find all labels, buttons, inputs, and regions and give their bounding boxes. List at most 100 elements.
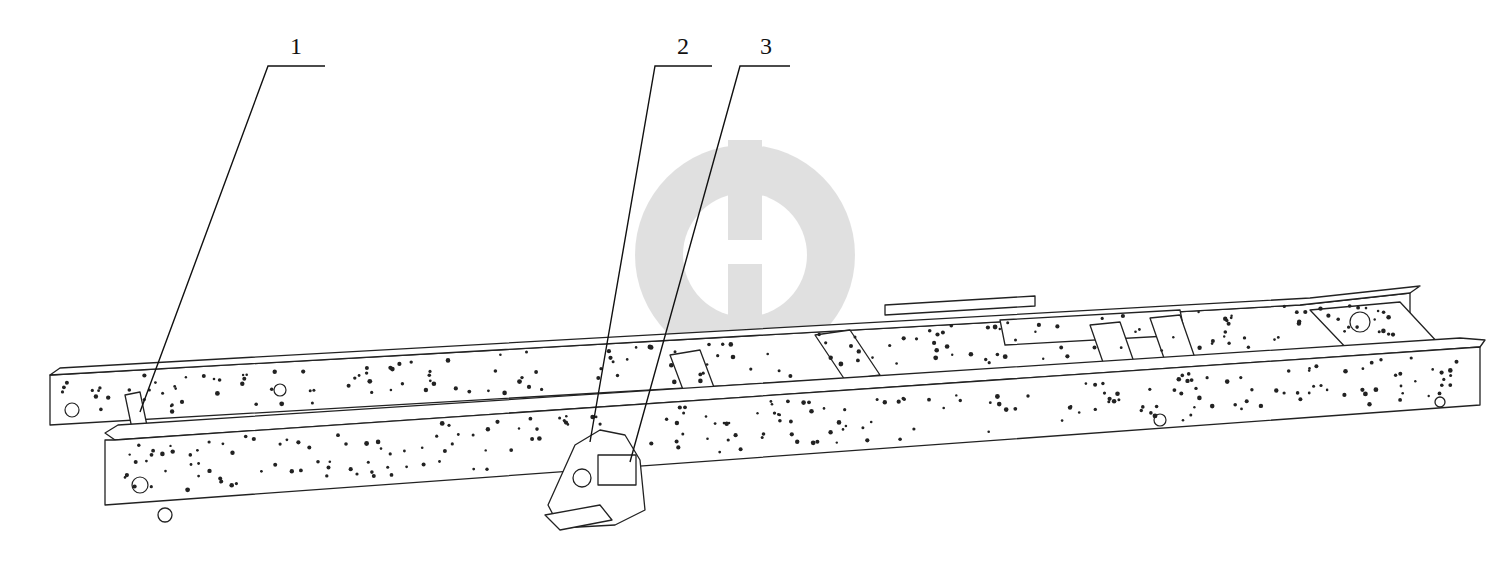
rivet-hole: [1172, 336, 1174, 338]
rivet-hole: [705, 415, 708, 418]
rivet-hole: [683, 405, 687, 409]
rivet-hole: [164, 470, 167, 473]
rivet-hole: [219, 480, 223, 484]
rivet-hole: [447, 424, 450, 427]
rivet-hole: [196, 449, 199, 452]
rivet-hole: [472, 434, 475, 437]
rivet-hole: [843, 408, 846, 411]
rivet-hole: [128, 388, 132, 392]
rivet-hole: [222, 442, 225, 445]
rivet-hole: [1068, 405, 1072, 409]
rivet-hole: [988, 361, 991, 364]
rivet-hole: [1273, 338, 1276, 341]
rivet-hole: [329, 461, 332, 464]
rivet-hole: [390, 389, 393, 392]
rivet-hole: [1233, 403, 1237, 407]
rivet-hole: [1138, 328, 1141, 331]
rivet-hole: [443, 449, 447, 453]
rivet-hole: [1227, 322, 1231, 326]
rivet-hole: [883, 400, 887, 404]
rivet-hole: [681, 433, 684, 436]
rivet-hole: [301, 370, 305, 374]
rivet-hole: [185, 487, 190, 492]
rivet-hole: [171, 403, 174, 406]
rivet-hole: [98, 386, 101, 389]
rivet-hole: [1287, 369, 1291, 373]
rivet-hole: [540, 388, 543, 391]
rivet-hole: [432, 382, 437, 387]
rivet-hole: [678, 405, 682, 409]
rivet-hole: [229, 483, 234, 488]
rivet-hole: [1319, 384, 1322, 387]
rivet-hole: [440, 421, 445, 426]
rivet-hole: [494, 369, 498, 373]
rivet-hole: [213, 378, 216, 381]
rivet-hole: [702, 372, 705, 375]
rivet-hole: [1013, 407, 1017, 411]
rivet-hole: [1197, 311, 1199, 313]
rivet-hole: [1303, 310, 1307, 314]
rivet-hole: [1189, 414, 1192, 417]
rivet-hole: [1379, 358, 1382, 361]
rivet-hole: [1449, 374, 1452, 377]
rivet-hole: [1155, 405, 1159, 409]
rivet-hole: [1296, 391, 1300, 395]
rivet-hole: [1428, 395, 1430, 397]
rivet-hole: [245, 373, 248, 376]
rivet-hole: [1190, 378, 1194, 382]
rivet-hole: [386, 466, 389, 469]
rivet-hole: [1356, 306, 1360, 310]
rivet-hole: [942, 407, 945, 410]
rivet-hole: [1003, 354, 1008, 359]
rivet-hole: [1141, 405, 1145, 409]
rivet-hole: [761, 436, 764, 439]
rivet-hole: [807, 400, 811, 404]
rivet-hole: [895, 362, 898, 365]
rivet-hole: [1400, 385, 1403, 388]
rivet-hole: [823, 407, 826, 410]
rivet-hole: [773, 411, 776, 414]
rivet-hole: [529, 417, 533, 421]
spring-bracket-plate: [545, 505, 612, 530]
rivet-hole: [403, 450, 406, 453]
rail-hole: [65, 403, 79, 417]
rivet-hole: [61, 390, 64, 393]
rivet-hole: [1093, 346, 1097, 350]
rivet-hole: [766, 353, 769, 356]
rivet-hole: [987, 431, 990, 434]
rivet-hole: [1438, 392, 1442, 396]
rivet-hole: [125, 473, 129, 477]
rivet-hole: [565, 415, 568, 418]
rivet-hole: [65, 381, 69, 385]
rivet-hole: [1363, 392, 1368, 397]
rivet-hole: [405, 465, 408, 468]
rivet-hole: [254, 402, 258, 406]
rivet-hole: [99, 408, 103, 412]
rivet-hole: [707, 343, 711, 347]
rivet-hole: [537, 436, 542, 441]
rivet-hole: [567, 423, 570, 426]
rivet-hole: [1448, 383, 1452, 387]
rivet-hole: [795, 440, 799, 444]
rivet-hole: [616, 374, 619, 377]
rivet-hole: [1308, 369, 1311, 372]
rivet-hole: [714, 422, 717, 425]
rivet-hole: [870, 421, 873, 424]
rivet-hole: [215, 391, 220, 396]
rivet-hole: [189, 453, 193, 457]
rivet-hole: [626, 358, 629, 361]
rivet-hole: [828, 430, 832, 434]
rivet-hole: [951, 354, 953, 356]
rivet-hole: [1247, 346, 1250, 349]
rivet-hole: [1194, 387, 1197, 390]
rivet-hole: [1055, 324, 1059, 328]
rivet-hole: [1391, 333, 1395, 337]
rivet-hole: [563, 419, 566, 422]
rivet-hole: [999, 328, 1001, 330]
rivet-hole: [1225, 379, 1230, 384]
rivet-hole: [778, 369, 781, 372]
rivet-hole: [1093, 383, 1097, 387]
rivet-hole: [777, 413, 780, 416]
rivet-hole: [997, 402, 1002, 407]
